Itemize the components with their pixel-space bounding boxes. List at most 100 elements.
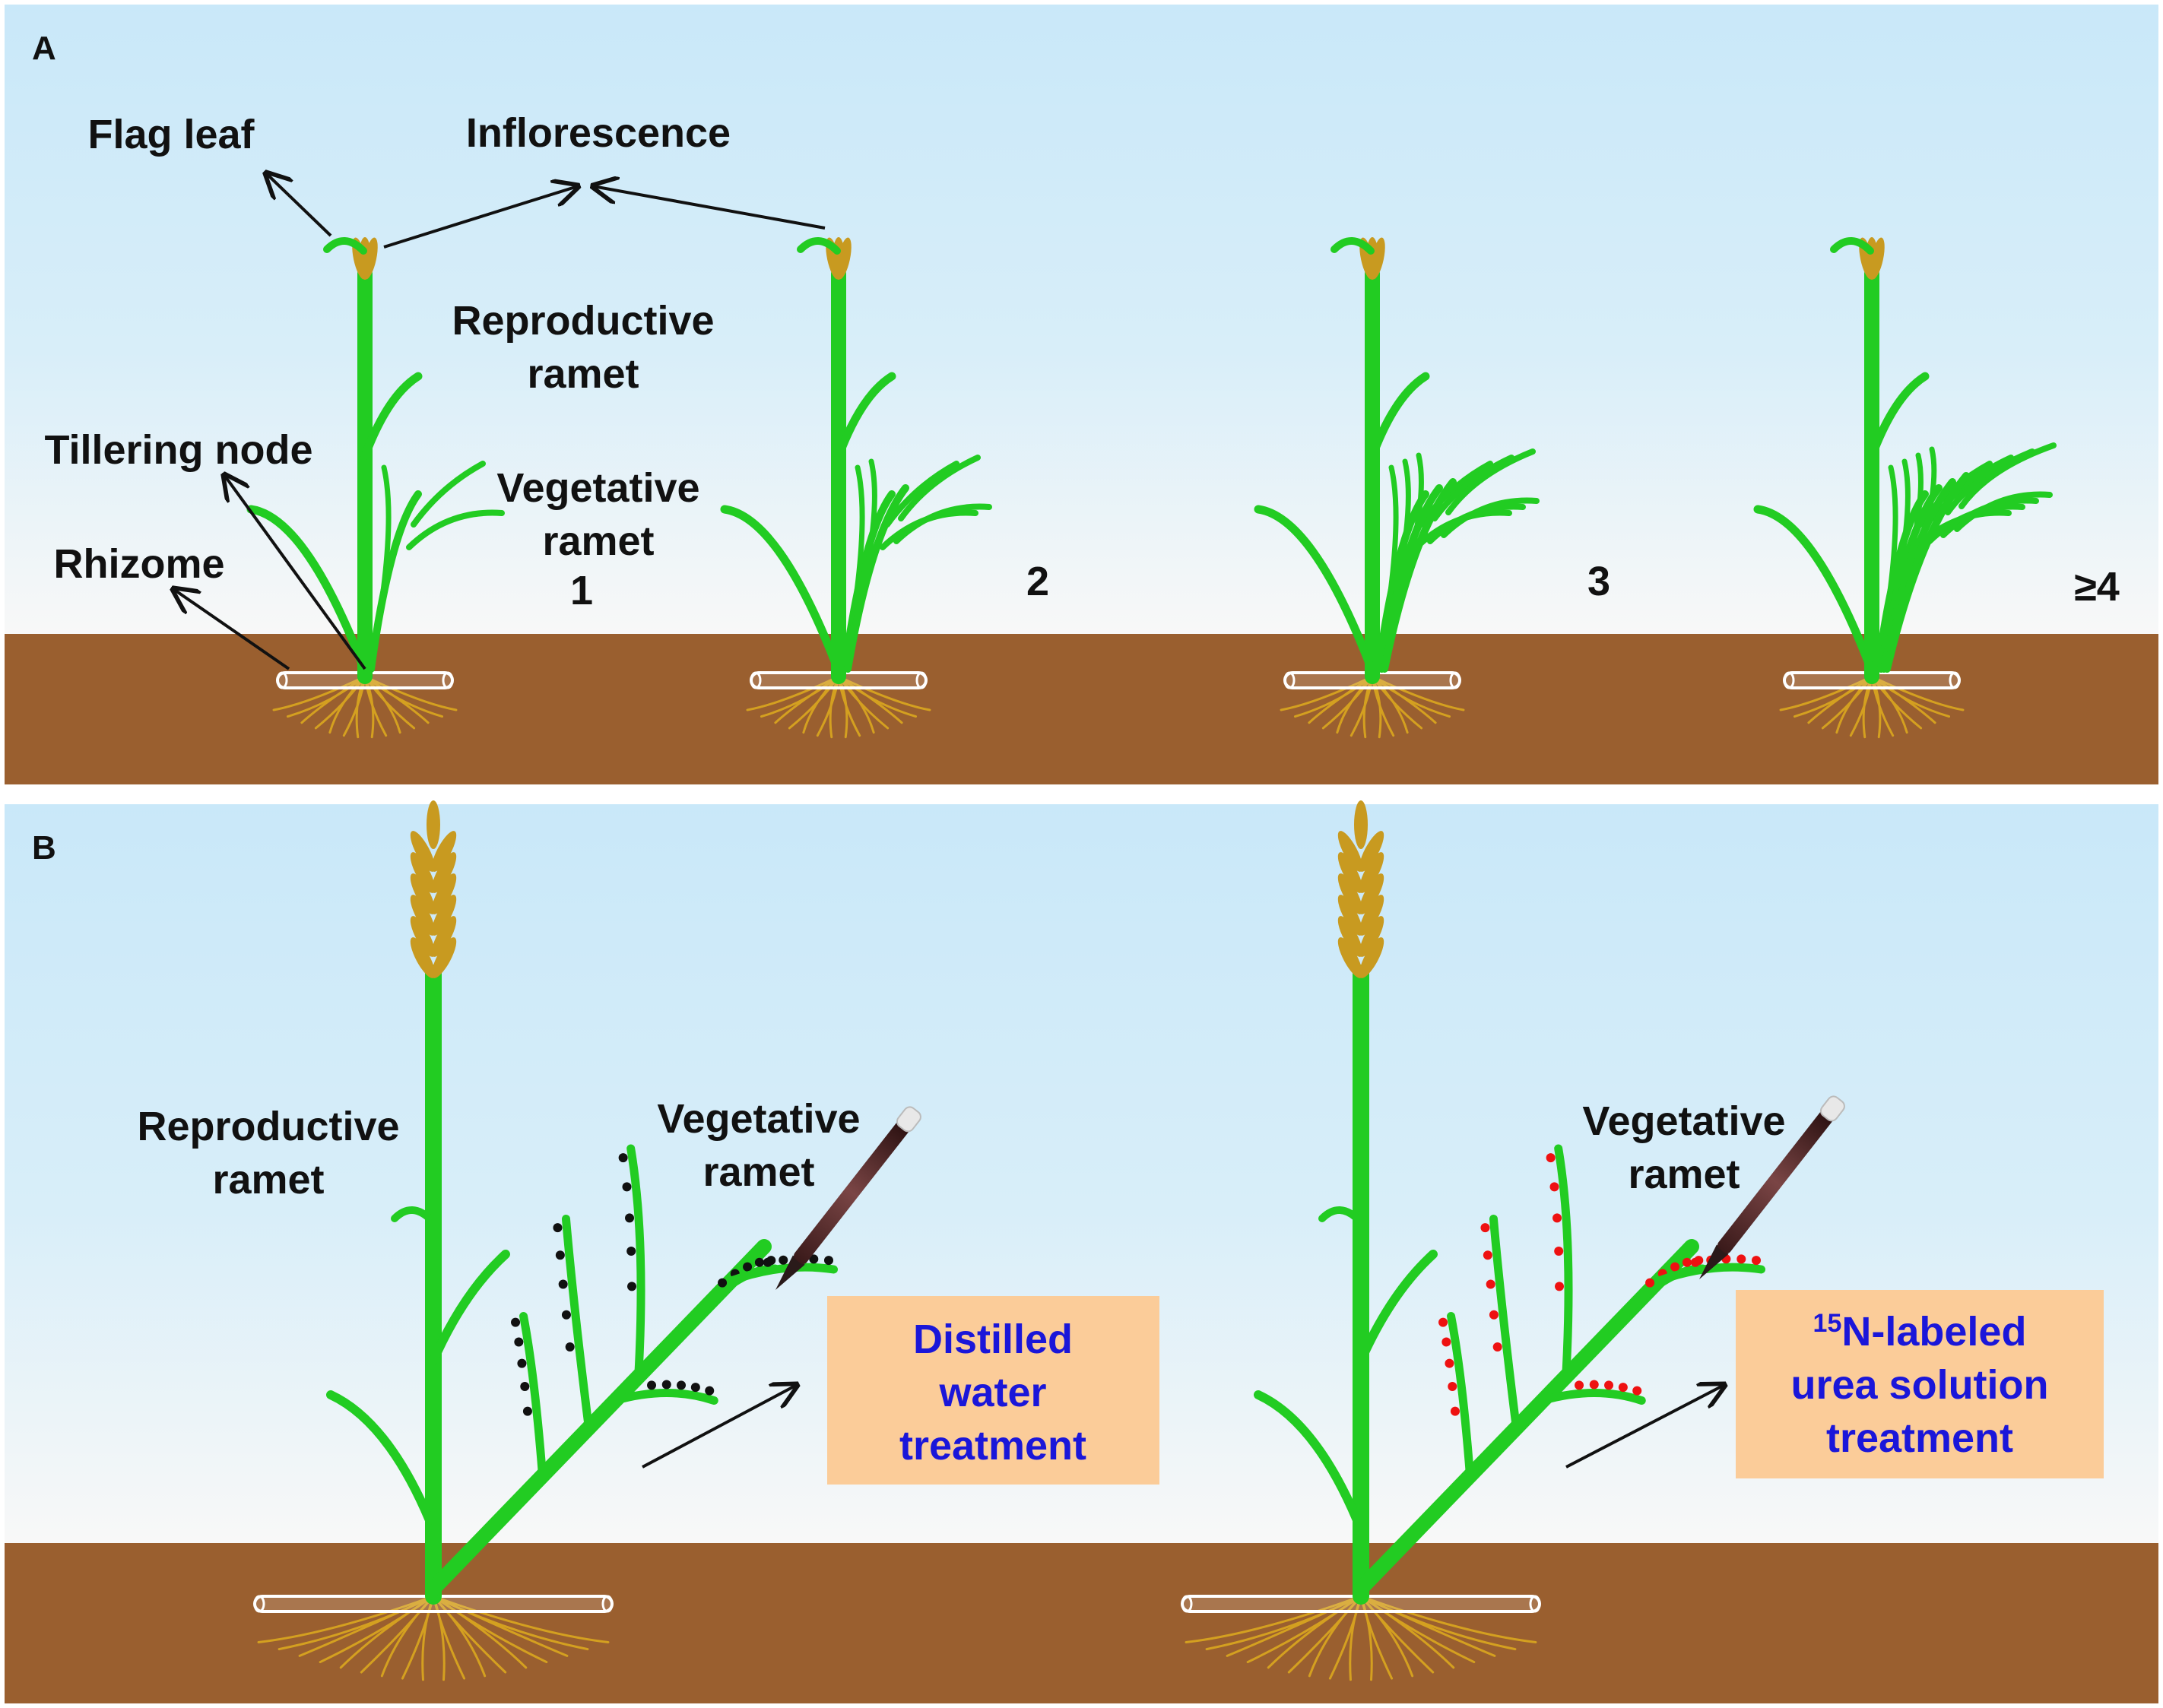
tiller-leaf	[1889, 452, 1924, 626]
solution-dot	[718, 1278, 728, 1288]
vegetative-leaf	[1489, 1215, 1521, 1432]
stem-leaf	[360, 372, 423, 461]
solution-dot	[754, 1257, 764, 1267]
panel-a-letter: A	[32, 30, 56, 67]
arrow-icon	[224, 475, 366, 670]
plant-icon	[253, 800, 838, 1681]
solution-dot	[1575, 1380, 1584, 1390]
tiller-leaf	[1445, 448, 1536, 515]
tiller-leaf	[1386, 458, 1411, 626]
solution-dot	[823, 1256, 833, 1266]
basal-leaf	[1254, 505, 1373, 666]
tiller-leaf	[1432, 455, 1514, 521]
solution-dot	[1736, 1254, 1746, 1264]
root	[1371, 675, 1465, 711]
root	[1267, 1595, 1362, 1669]
solution-dot	[677, 1380, 687, 1390]
solution-dot	[647, 1380, 657, 1390]
vegetative-leaf	[561, 1215, 593, 1432]
flag-leaf	[1830, 237, 1874, 255]
root	[380, 1595, 435, 1678]
solution-dot	[625, 1213, 635, 1223]
tiller-stem	[1381, 478, 1457, 673]
spikelet	[1337, 831, 1363, 872]
root	[1185, 1595, 1362, 1643]
panel-b: B Reproductive ramet Vegetative ramet Ve…	[2, 800, 2161, 1706]
tiller-leaf	[1954, 491, 2053, 532]
root	[432, 1595, 507, 1674]
solution-dot	[1492, 1342, 1502, 1352]
solution-dot	[1690, 1257, 1700, 1267]
plant-icon	[246, 237, 505, 739]
flag-leaf	[1318, 1206, 1362, 1224]
root	[1226, 1595, 1362, 1657]
rhizome-label: Rhizome	[53, 541, 224, 587]
tiller-leaf	[898, 455, 981, 521]
spikelet	[410, 937, 436, 978]
spikelet	[363, 237, 378, 280]
spikelet	[1359, 895, 1384, 936]
vegetative-leaf	[727, 1263, 838, 1285]
tiller-leaf	[1882, 464, 1898, 626]
solution-dot	[1448, 1382, 1457, 1391]
count-label-2: 2	[1026, 559, 1049, 604]
root	[1870, 675, 1965, 711]
arrow-icon	[266, 173, 332, 237]
distilled-water-line1: Distilled	[913, 1317, 1073, 1362]
spikelet	[836, 237, 852, 280]
flag-leaf	[797, 237, 841, 255]
panel-a-frame	[2, 2, 2161, 787]
root	[1359, 1595, 1435, 1674]
roots	[257, 1595, 610, 1681]
solution-dot	[522, 1406, 532, 1416]
spikelet	[1337, 852, 1363, 893]
root	[363, 675, 444, 718]
panel-a-arrows	[173, 173, 826, 670]
spikelet	[431, 852, 457, 893]
solution-dot	[809, 1254, 819, 1264]
root	[1371, 675, 1451, 718]
tiller-leaf	[884, 461, 959, 528]
stem-leaf	[834, 372, 896, 461]
spikelet	[1337, 916, 1363, 957]
panel-a-sky	[3, 3, 2160, 634]
solution-dot	[514, 1337, 524, 1347]
arrow-icon	[383, 186, 578, 249]
tiller-stem	[841, 490, 896, 673]
tiller-leaf	[1885, 458, 1911, 626]
solution-dot	[1632, 1386, 1642, 1396]
tiller-leaf	[1418, 461, 1493, 528]
tiller-stem	[844, 484, 909, 673]
root	[746, 675, 840, 711]
spikelet	[1337, 937, 1363, 978]
solution-dot	[565, 1342, 575, 1352]
vegetative-leaf	[626, 1144, 645, 1381]
stem-leaf	[1867, 372, 1930, 461]
spikelet	[431, 916, 457, 957]
spikelet	[431, 895, 457, 936]
count-label-3: 3	[1587, 559, 1610, 604]
inflorescence	[410, 800, 457, 978]
brush-icon	[775, 1106, 921, 1290]
vegetative-ramet-label-line1: Vegetative	[496, 465, 699, 511]
flag-leaf	[391, 1206, 435, 1224]
b-vegetative-ramet-left-line2: ramet	[702, 1149, 814, 1195]
spikelet	[410, 873, 436, 914]
tiller-stem	[1883, 472, 1970, 673]
root	[300, 675, 366, 724]
distilled-water-line2: water	[938, 1370, 1046, 1415]
basal-leaf	[720, 505, 839, 666]
solution-dot	[1441, 1337, 1451, 1347]
rhizome-end	[750, 671, 762, 689]
tiller-leaf	[411, 461, 486, 528]
panel-b-plants	[253, 800, 1765, 1681]
tillering-node-label: Tillering node	[44, 427, 312, 473]
rhizome-end	[1949, 671, 1961, 689]
flag-leaf	[323, 237, 367, 255]
stem-leaf	[1356, 1250, 1438, 1365]
spikelet	[410, 831, 436, 872]
solution-dot	[763, 1257, 772, 1267]
basal-leaf	[1753, 505, 1873, 666]
solution-dot	[1682, 1257, 1692, 1267]
spikelet	[1359, 831, 1384, 872]
